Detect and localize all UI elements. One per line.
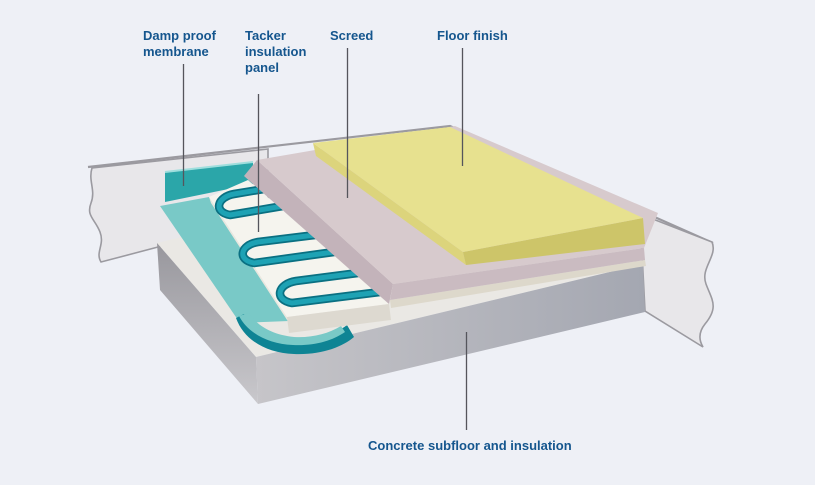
heating-pipe-circuit	[215, 184, 385, 308]
label-screed: Screed	[330, 28, 374, 43]
insulation-edge-strip	[390, 260, 646, 308]
insulation-panel-front-face	[287, 304, 391, 333]
right-wall	[639, 212, 715, 348]
membrane-curl-face	[239, 313, 345, 346]
pipe-loop-3	[277, 270, 383, 306]
damp-proof-membrane-upstand	[165, 162, 253, 202]
label-concrete-subfloor: Concrete subfloor and insulation	[368, 438, 572, 453]
pipe-loop-1	[216, 186, 286, 218]
label-floor-finish: Floor finish	[437, 28, 508, 43]
label-damp-proof-membrane: Damp proof membrane	[143, 28, 216, 59]
floor-finish-top-face	[313, 127, 643, 252]
damp-proof-membrane-sheet	[160, 197, 289, 323]
concrete-subfloor-left-face	[157, 243, 258, 404]
membrane-top-highlight	[164, 161, 254, 173]
membrane-curl-dark-fold	[236, 314, 354, 355]
label-tacker-insulation-panel: Tacker insulation panel	[245, 28, 307, 75]
pipe-loop-2	[240, 232, 337, 266]
leader-lines	[182, 48, 468, 430]
concrete-subfloor-front-face	[256, 264, 645, 404]
screed-step-face	[244, 160, 393, 304]
floor-finish-right-face	[463, 218, 645, 265]
screed-front-face	[390, 248, 645, 300]
pipe-bodies	[216, 186, 383, 306]
floor-finish-left-face	[313, 143, 466, 265]
